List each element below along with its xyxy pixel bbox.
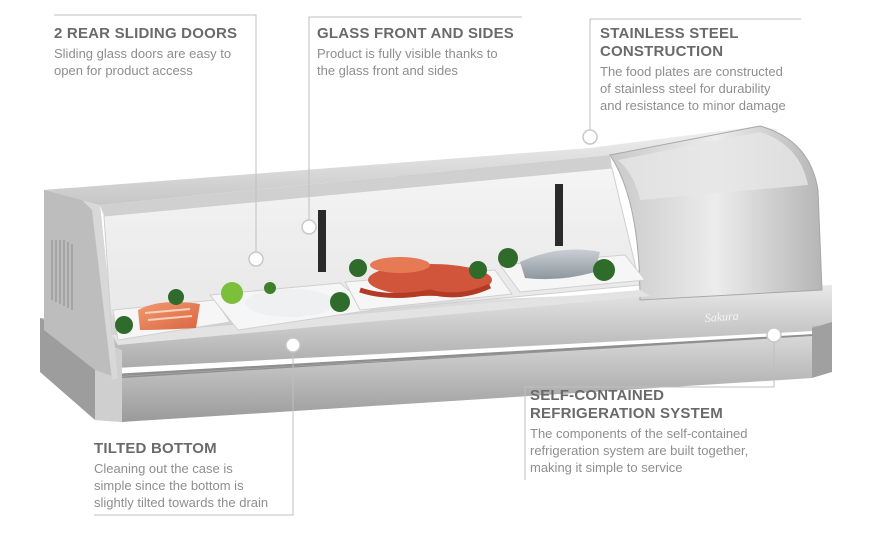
callout-title: 2 REAR SLIDING DOORS bbox=[54, 25, 238, 42]
marker-rear-doors bbox=[248, 251, 264, 267]
callout-rear-sliding-doors: 2 REAR SLIDING DOORS Sliding glass doors… bbox=[54, 25, 264, 79]
plate-salmon bbox=[112, 289, 231, 341]
plate-crab bbox=[344, 257, 513, 311]
leader-lines bbox=[54, 14, 801, 516]
plate-fish bbox=[498, 248, 646, 293]
display-deck bbox=[112, 290, 650, 345]
marker-glass-front bbox=[301, 219, 317, 235]
callout-description: The components of the self-contained ref… bbox=[530, 426, 749, 475]
callout-title: TILTED BOTTOM bbox=[94, 440, 217, 457]
vent-grille bbox=[51, 240, 73, 310]
callout-stainless-steel: STAINLESS STEEL CONSTRUCTION The food pl… bbox=[600, 25, 815, 114]
callout-tilted-bottom: TILTED BOTTOM Cleaning out the case is s… bbox=[94, 440, 304, 511]
callout-markers bbox=[248, 129, 782, 353]
callout-title: STAINLESS STEEL CONSTRUCTION bbox=[600, 25, 739, 60]
plate-assorted bbox=[209, 282, 374, 331]
callout-refrigeration-system: SELF-CONTAINED REFRIGERATION SYSTEM The … bbox=[530, 387, 780, 476]
callout-title: GLASS FRONT AND SIDES bbox=[317, 25, 514, 42]
callout-description: The food plates are constructed of stain… bbox=[600, 64, 786, 113]
callout-title: SELF-CONTAINED REFRIGERATION SYSTEM bbox=[530, 387, 723, 422]
marker-refrigeration bbox=[766, 327, 782, 343]
callout-description: Sliding glass doors are easy to open for… bbox=[54, 46, 232, 78]
callout-description: Product is fully visible thanks to the g… bbox=[317, 46, 498, 78]
top-canopy bbox=[44, 126, 780, 216]
right-hood bbox=[609, 125, 823, 301]
marker-stainless bbox=[582, 129, 598, 145]
brand-logo: Sakura bbox=[704, 309, 739, 325]
left-end-panel bbox=[44, 188, 118, 380]
marker-tilted bbox=[285, 337, 301, 353]
callout-glass-front: GLASS FRONT AND SIDES Product is fully v… bbox=[317, 25, 532, 79]
callout-description: Cleaning out the case is simple since th… bbox=[94, 461, 269, 510]
